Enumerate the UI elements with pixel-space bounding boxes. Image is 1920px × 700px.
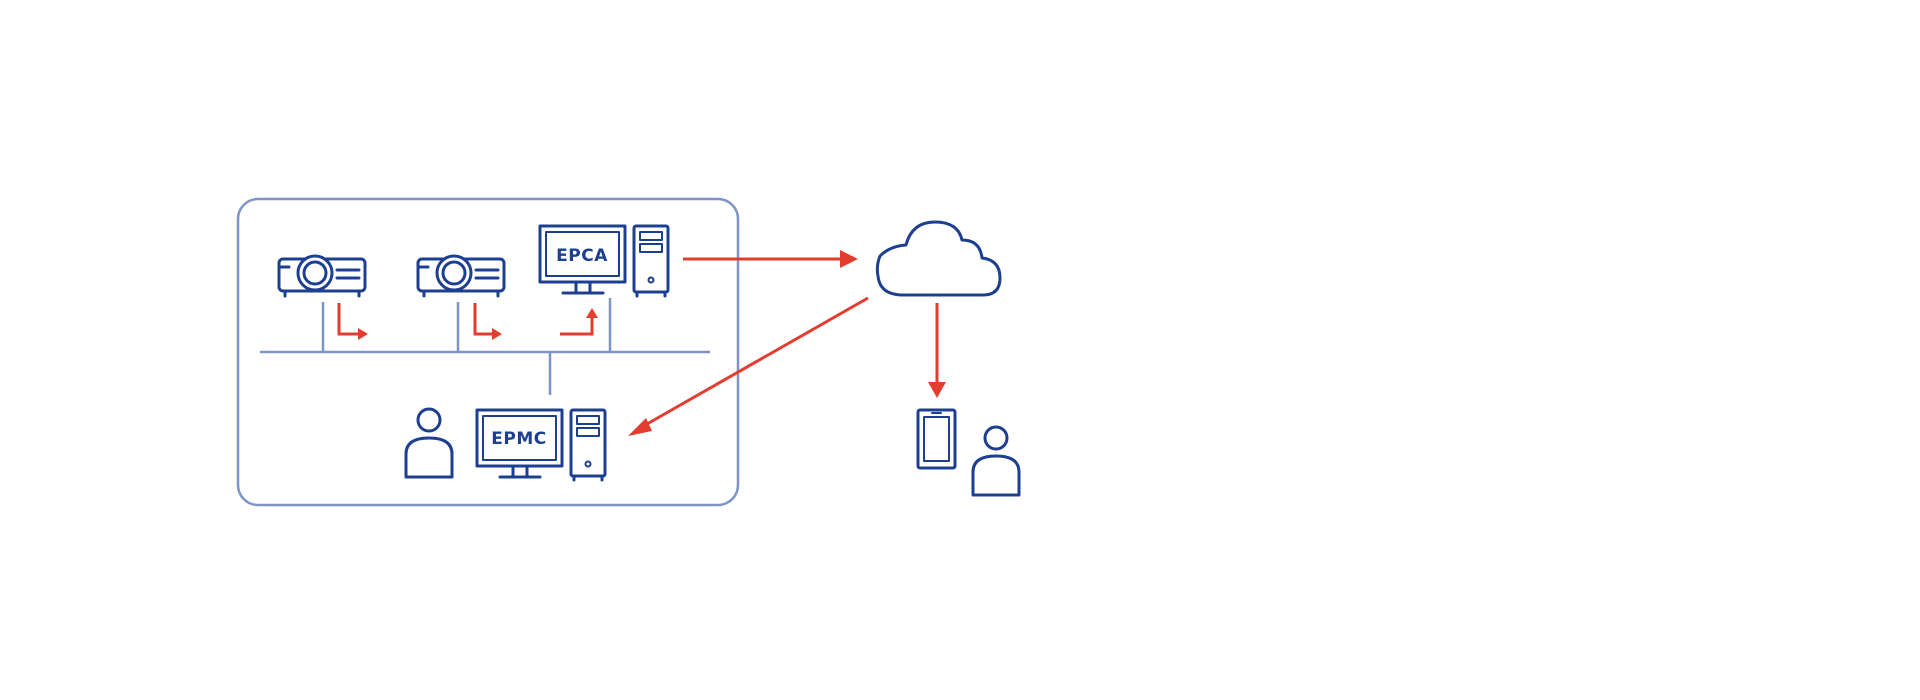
arrow-to-mobile <box>928 303 946 398</box>
monitor-icon: EPCA <box>538 224 627 295</box>
cloud-icon <box>875 220 1002 297</box>
arrow-to-epmc <box>628 296 869 436</box>
projector-icon <box>277 254 367 298</box>
person-icon <box>971 425 1021 497</box>
network-bus <box>260 298 710 395</box>
computer-tower-icon <box>632 224 670 298</box>
epmc-label: EPMC <box>491 429 546 449</box>
local-network-frame <box>236 197 740 507</box>
epca-computer: EPCA <box>538 224 670 298</box>
local-data-arrows <box>337 303 598 340</box>
person-icon <box>404 407 454 479</box>
epmc-computer: EPMC <box>475 408 607 482</box>
computer-tower-icon <box>569 408 607 482</box>
epca-label: EPCA <box>556 246 608 266</box>
arrow-to-cloud <box>683 250 858 268</box>
tablet-icon <box>916 408 957 470</box>
monitor-icon: EPMC <box>475 408 564 479</box>
projector-icon <box>416 254 506 298</box>
